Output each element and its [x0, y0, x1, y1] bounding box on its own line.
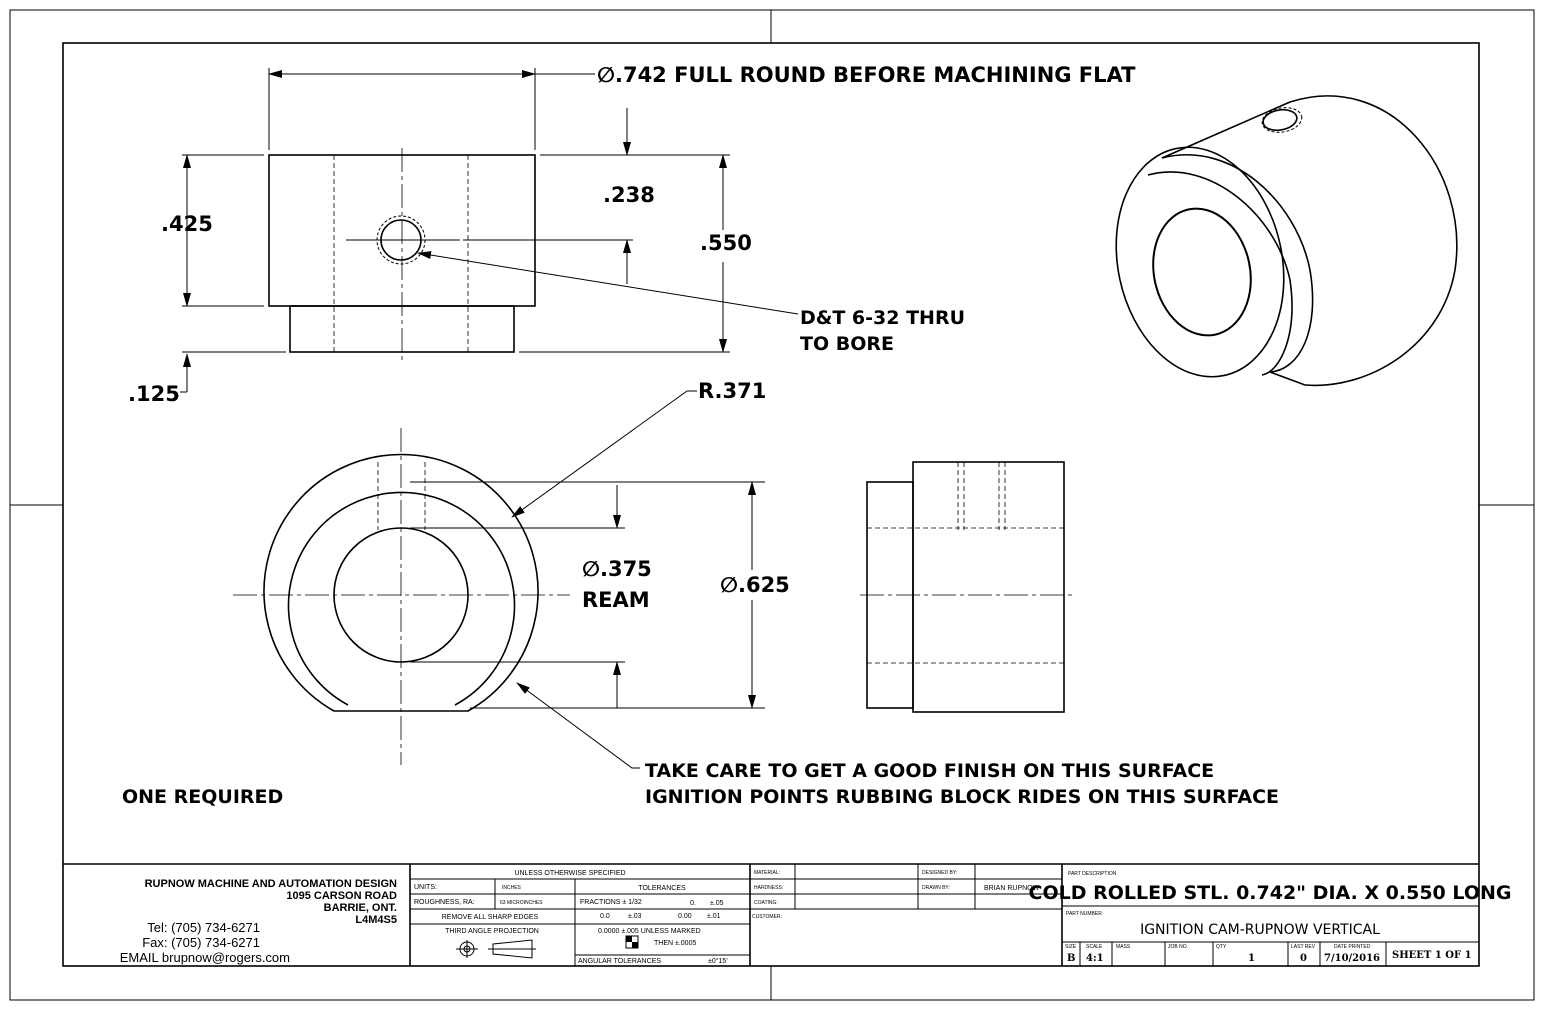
sheet-number: SHEET 1 OF 1 — [1392, 950, 1472, 961]
date-value: 7/10/2016 — [1324, 953, 1380, 964]
company-name: RUPNOW MACHINE AND AUTOMATION DESIGN — [145, 878, 397, 890]
hardness-label: HARDNESS: — [754, 885, 783, 891]
units-value: INCHES — [502, 885, 522, 891]
roughness-label: ROUGHNESS, RA: — [414, 899, 475, 906]
drawn-value: BRIAN RUPNOW — [984, 885, 1040, 892]
tol-decimal-0-value: ±.05 — [710, 900, 724, 907]
size-label: SIZE — [1065, 944, 1077, 950]
job-label: JOB NO. — [1168, 944, 1188, 950]
part-number: IGNITION CAM-RUPNOW VERTICAL — [1140, 922, 1380, 938]
dim-bore: ∅.375 — [582, 557, 652, 581]
contact-fax: Fax: (705) 734-6271 — [142, 935, 260, 950]
remove-edges: REMOVE ALL SHARP EDGES — [442, 914, 539, 921]
note-tap-line1: D&T 6-32 THRU — [800, 307, 965, 329]
coating-label: COATING: — [754, 900, 778, 906]
mass-label: MASS — [1116, 944, 1131, 950]
company-postal: L4M4S5 — [355, 914, 397, 926]
customer-label: CUSTOMER: — [752, 914, 782, 920]
roughness-value: 63 MICROINCHES — [500, 900, 543, 906]
dim-125: .125 — [128, 382, 180, 406]
tol-decimal-0: 0. — [690, 900, 696, 907]
note-quantity: ONE REQUIRED — [122, 786, 283, 808]
angular-label: ANGULAR TOLERANCES — [578, 958, 661, 965]
front-view: R.371 ∅.375 REAM ∅.625 TAKE CARE TO GET … — [122, 379, 1279, 808]
tol-marked: THEN ±.0005 — [654, 940, 696, 947]
note-finish-line2: IGNITION POINTS RUBBING BLOCK RIDES ON T… — [645, 786, 1279, 808]
tolerances-label: TOLERANCES — [638, 885, 686, 892]
dim-425: .425 — [161, 212, 213, 236]
tol-decimal-4: 0.0000 ±.005 UNLESS MARKED — [598, 928, 701, 935]
checker-icon — [625, 935, 639, 949]
contact-tel: Tel: (705) 734-6271 — [147, 920, 260, 935]
qty-label: QTY — [1216, 944, 1227, 950]
scale-value: 4:1 — [1086, 953, 1104, 964]
dim-550: .550 — [700, 231, 752, 255]
dim-od: ∅.625 — [720, 573, 790, 597]
part-desc-label: PART DESCRIPTION — [1068, 871, 1117, 877]
contact-email: EMAIL brupnow@rogers.com — [120, 950, 290, 965]
rev-label: LAST REV — [1291, 944, 1316, 950]
units-label: UNITS: — [414, 884, 437, 891]
part-number-label: PART NUMBER — [1066, 911, 1102, 917]
company-street: 1095 CARSON ROAD — [286, 890, 397, 902]
angular-value: ±0°15' — [708, 957, 728, 965]
part-description: COLD ROLLED STL. 0.742" DIA. X 0.550 LON… — [1029, 882, 1512, 904]
title-block: RUPNOW MACHINE AND AUTOMATION DESIGN 109… — [63, 863, 1512, 966]
tol-decimal-1: 0.0 — [600, 913, 610, 920]
fractions-label: FRACTIONS ± 1/32 — [580, 899, 642, 906]
material-label: MATERIAL: — [754, 870, 780, 876]
tol-decimal-2: 0.00 — [678, 913, 692, 920]
dim-238: .238 — [603, 183, 655, 207]
side-view — [860, 461, 1072, 713]
dim-full-round: ∅.742 FULL ROUND BEFORE MACHINING FLAT — [597, 63, 1136, 87]
projection-label: THIRD ANGLE PROJECTION — [445, 928, 539, 935]
rev-value: 0 — [1300, 953, 1307, 964]
third-angle-projection-icon — [456, 939, 536, 959]
sheet-frame — [9, 9, 1535, 1001]
tol-decimal-2-value: ±.01 — [707, 913, 721, 920]
date-label: DATE PRINTED — [1334, 944, 1371, 950]
scale-label: SCALE — [1086, 944, 1103, 950]
unless-specified: UNLESS OTHERWISE SPECIFIED — [514, 870, 625, 877]
isometric-view — [1115, 95, 1458, 387]
note-tap-line2: TO BORE — [800, 333, 894, 355]
drawn-label: DRAWN BY: — [922, 885, 950, 891]
dim-radius: R.371 — [698, 379, 766, 403]
top-view: ∅.742 FULL ROUND BEFORE MACHINING FLAT .… — [128, 63, 1136, 406]
dim-bore-ream: REAM — [582, 588, 650, 612]
company-city: BARRIE, ONT. — [324, 902, 397, 914]
designed-label: DESIGNED BY: — [922, 870, 957, 876]
qty-value: 1 — [1248, 953, 1255, 964]
size-value: B — [1067, 953, 1075, 964]
tol-decimal-1-value: ±.03 — [628, 913, 642, 920]
note-finish-line1: TAKE CARE TO GET A GOOD FINISH ON THIS S… — [645, 760, 1214, 782]
